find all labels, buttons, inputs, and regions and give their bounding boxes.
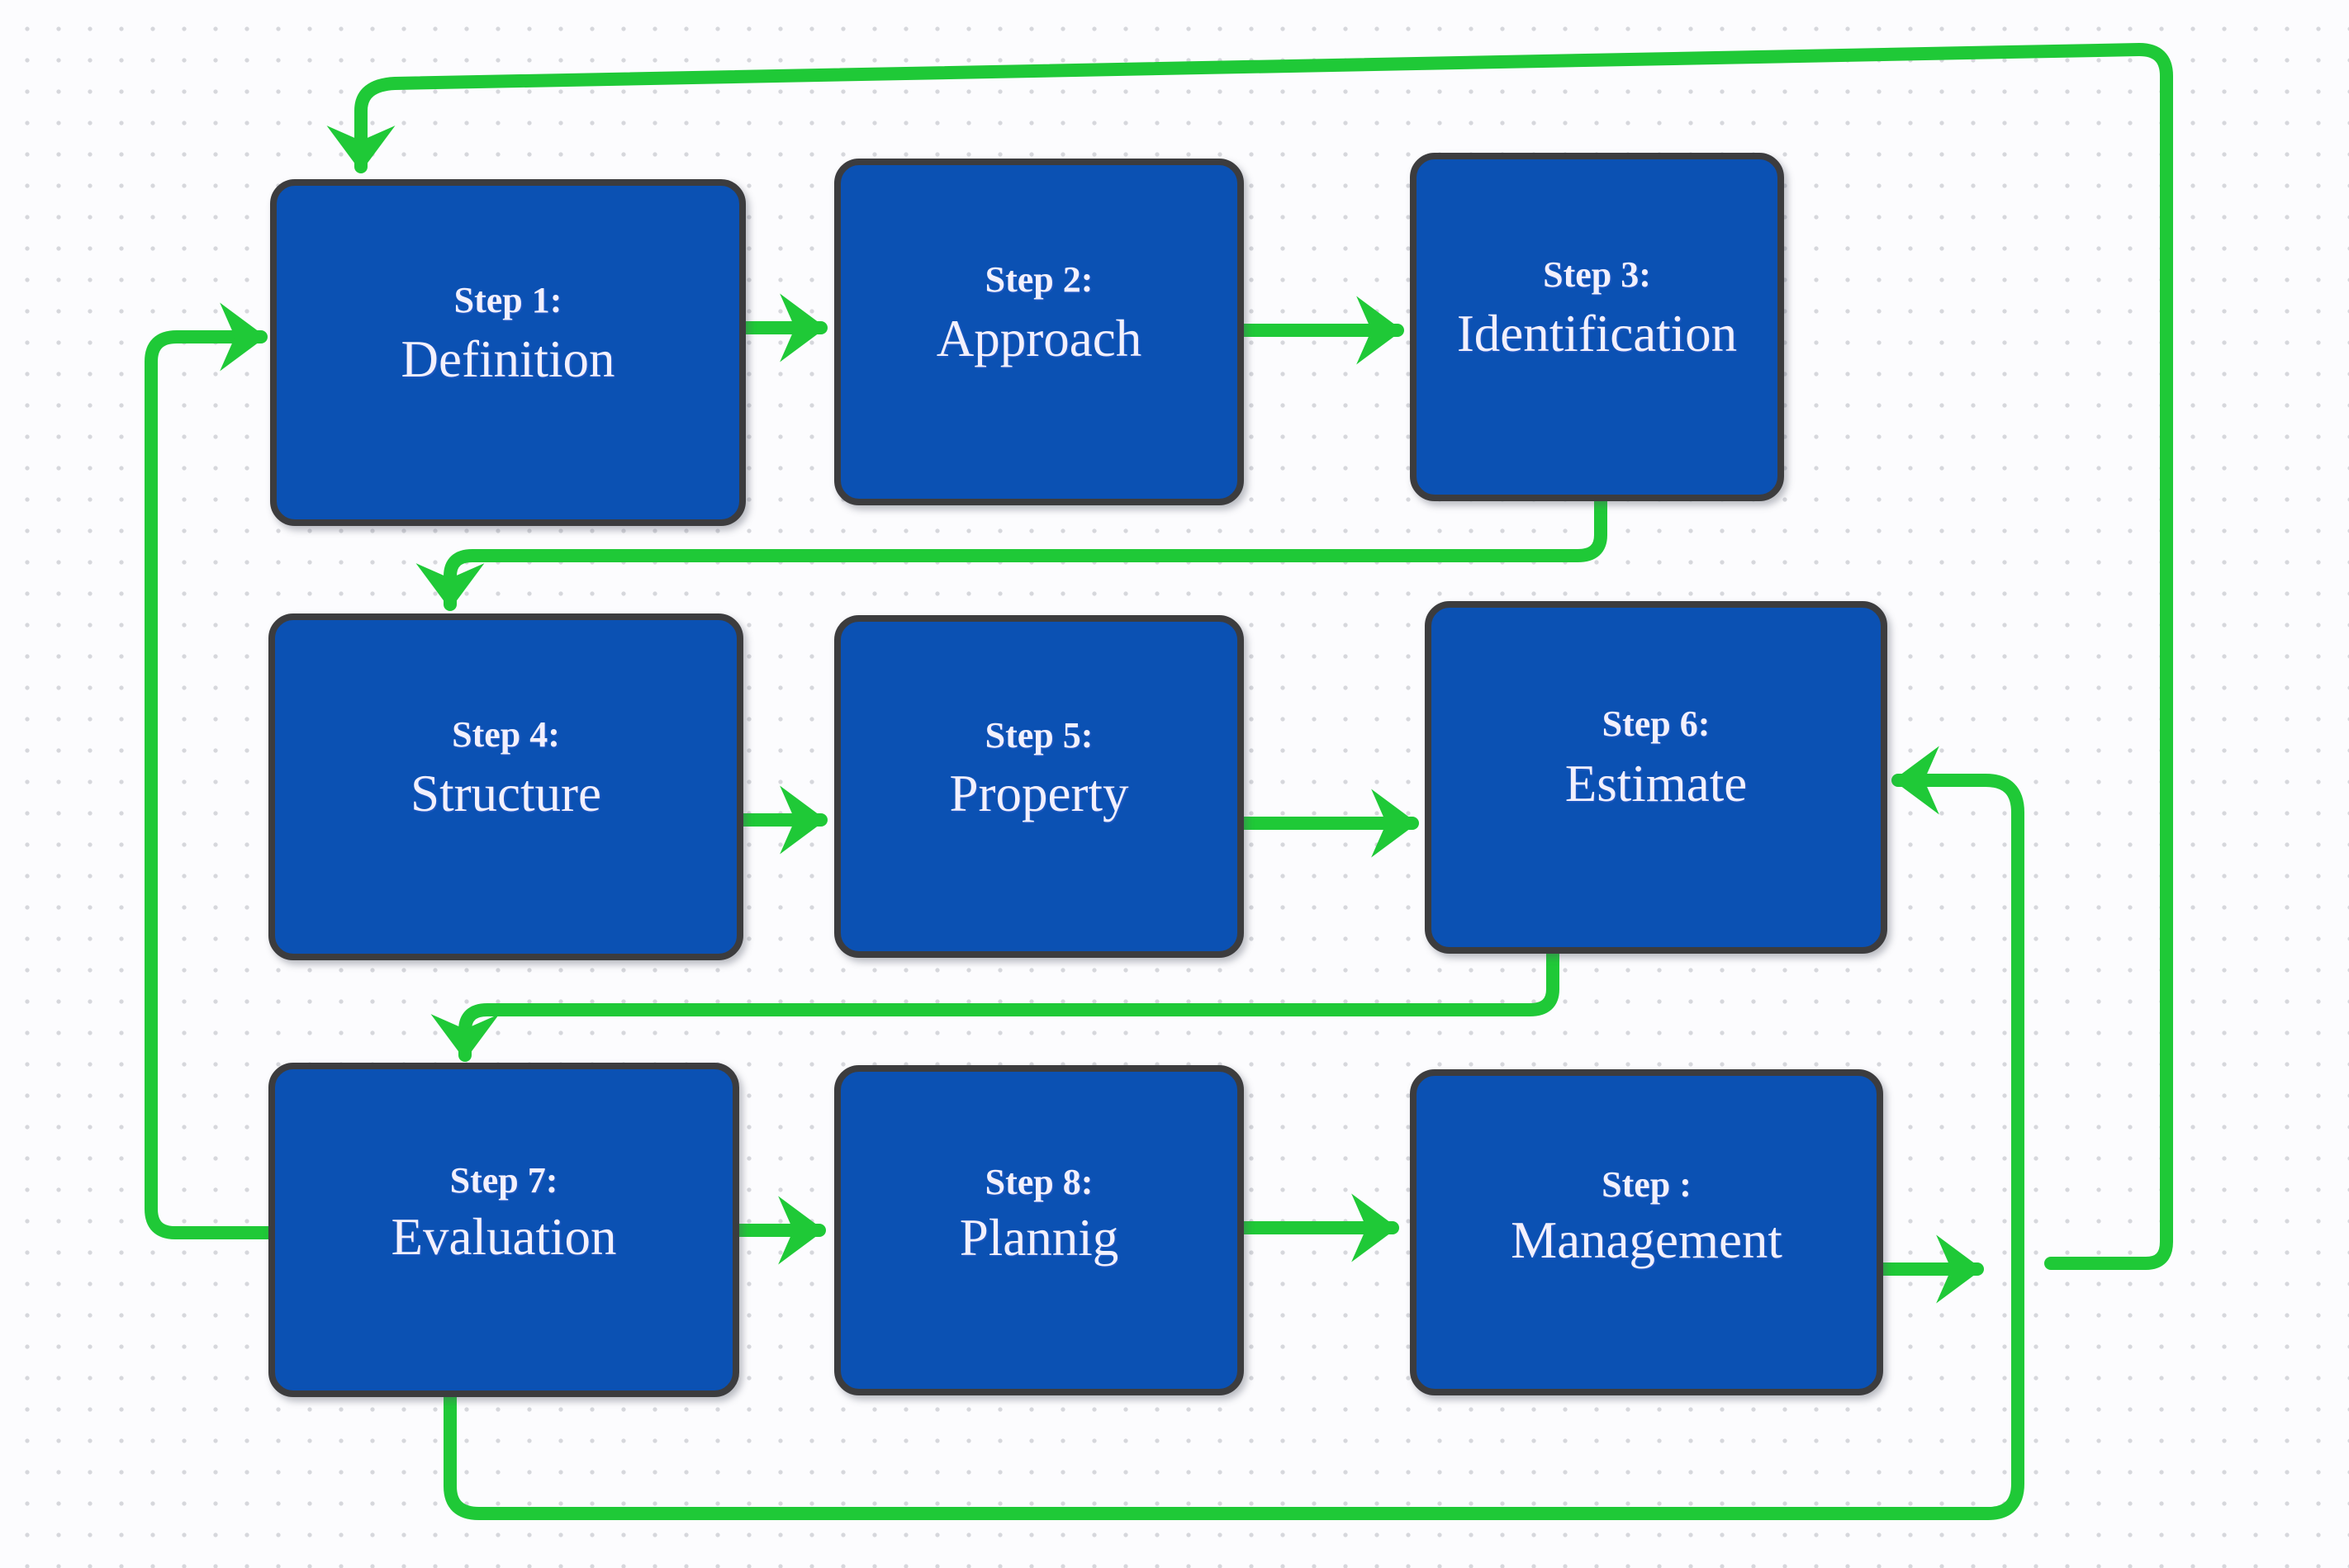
edge-evaluation-definition-feedback[interactable] xyxy=(145,302,275,1239)
step9-name-label: Management xyxy=(1511,1210,1782,1269)
step3-number-label: Step 3: xyxy=(1543,253,1651,295)
step5-name-label: Property xyxy=(949,764,1129,822)
node-step2-approach[interactable]: Step 2: Approach xyxy=(834,159,1244,505)
step1-number-label: Step 1: xyxy=(453,280,562,321)
edge-identification-structure[interactable] xyxy=(415,495,1607,611)
step1-name-label: Definition xyxy=(401,329,615,388)
edge-evaluation-estimate-feedback[interactable] xyxy=(444,746,2024,1520)
step4-number-label: Step 4: xyxy=(452,714,560,756)
node-step7-evaluation[interactable]: Step 7: Evaluation xyxy=(268,1063,739,1397)
step2-number-label: Step 2: xyxy=(985,259,1094,301)
node-step3-identification[interactable]: Step 3: Identification xyxy=(1410,153,1784,501)
step9-number-label: Step : xyxy=(1602,1164,1692,1206)
node-step1-definition[interactable]: Step 1: Definition xyxy=(270,179,746,526)
step5-number-label: Step 5: xyxy=(985,714,1094,756)
node-step9-management[interactable]: Step : Management xyxy=(1410,1069,1883,1395)
step6-name-label: Estimate xyxy=(1564,754,1748,812)
step8-name-label: Plannig xyxy=(959,1209,1119,1267)
node-step4-structure[interactable]: Step 4: Structure xyxy=(268,613,743,960)
step3-name-label: Identification xyxy=(1456,304,1738,362)
step6-number-label: Step 6: xyxy=(1602,703,1711,745)
node-step6-estimate[interactable]: Step 6: Estimate xyxy=(1425,601,1887,954)
step7-number-label: Step 7: xyxy=(449,1159,558,1201)
node-step5-property[interactable]: Step 5: Property xyxy=(834,615,1244,958)
step2-name-label: Approach xyxy=(936,309,1142,367)
step4-name-label: Structure xyxy=(410,764,601,822)
edge-estimate-evaluation[interactable] xyxy=(430,947,1559,1062)
step7-name-label: Evaluation xyxy=(391,1208,617,1267)
edge-management-definition-feedback[interactable] xyxy=(326,43,2173,1270)
node-step8-plannig[interactable]: Step 8: Plannig xyxy=(834,1065,1244,1395)
step8-number-label: Step 8: xyxy=(985,1161,1094,1202)
